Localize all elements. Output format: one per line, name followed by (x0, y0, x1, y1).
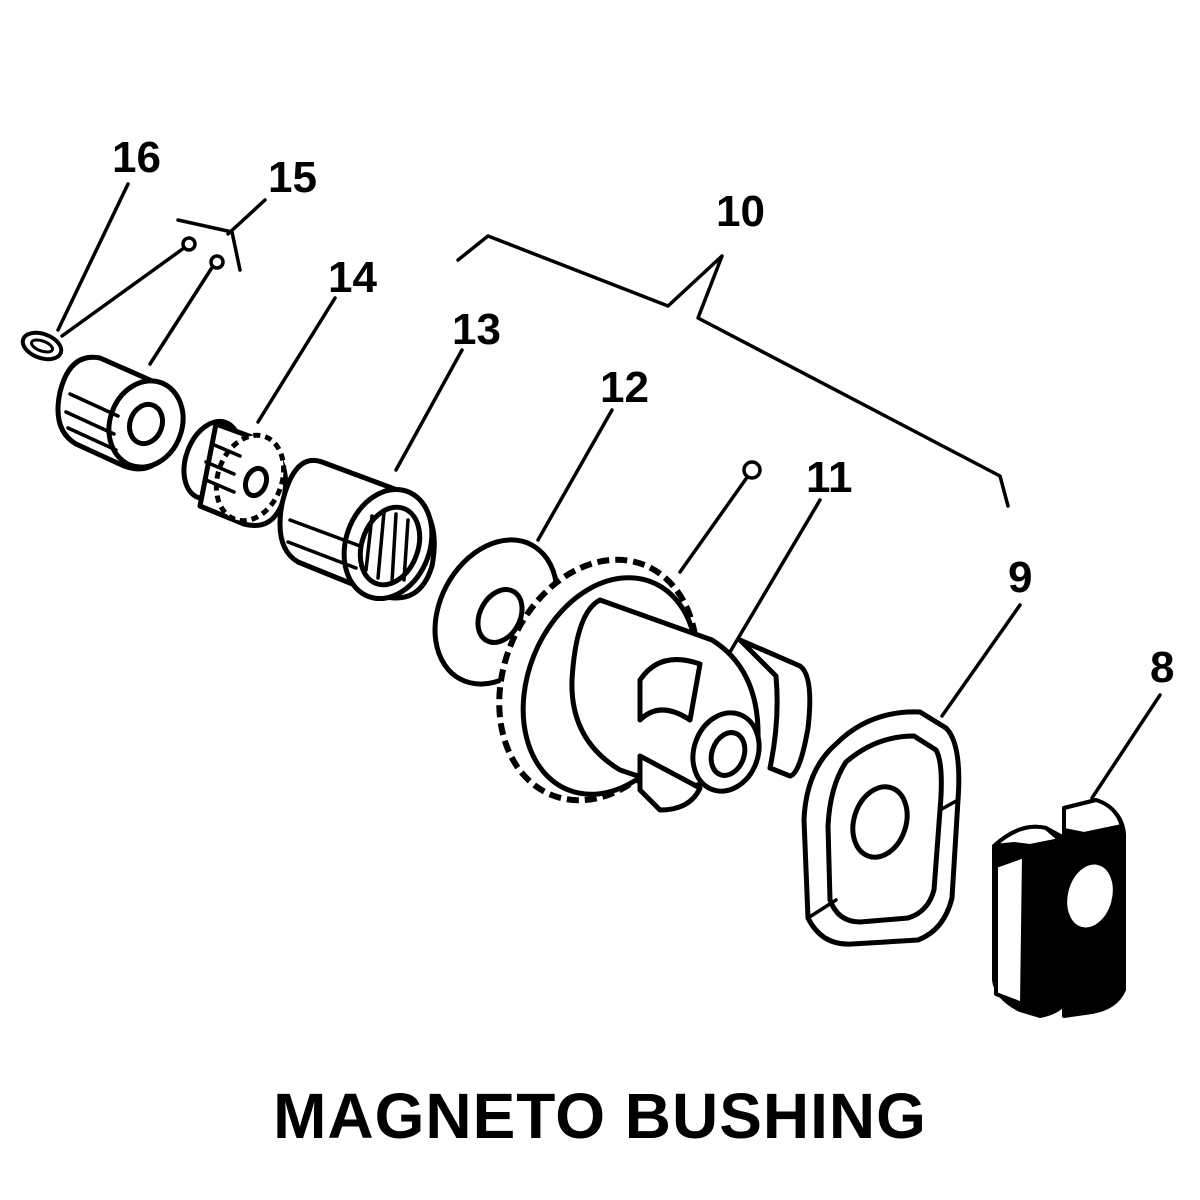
part-bushing-cylinder (55, 354, 186, 472)
callout-10: 10 (716, 187, 765, 236)
part-16-o-ring (20, 330, 64, 362)
callout-12: 12 (600, 363, 649, 412)
callout-16: 16 (112, 133, 161, 182)
leader-lines (56, 182, 1162, 800)
callout-15: 15 (268, 153, 317, 202)
callout-9: 9 (1008, 553, 1032, 602)
part-9-square-seal (801, 709, 962, 947)
callout-14: 14 (328, 253, 377, 302)
part-14-gear (181, 418, 289, 528)
callout-11: 11 (806, 453, 853, 502)
part-11-gear-shaft (496, 556, 813, 813)
part-8-split-block (992, 798, 1126, 1018)
callout-13: 13 (452, 305, 501, 354)
diagram-title: MAGNETO BUSHING (273, 1080, 927, 1152)
part-13-needle-bearing (277, 458, 437, 602)
callout-8: 8 (1150, 643, 1174, 692)
